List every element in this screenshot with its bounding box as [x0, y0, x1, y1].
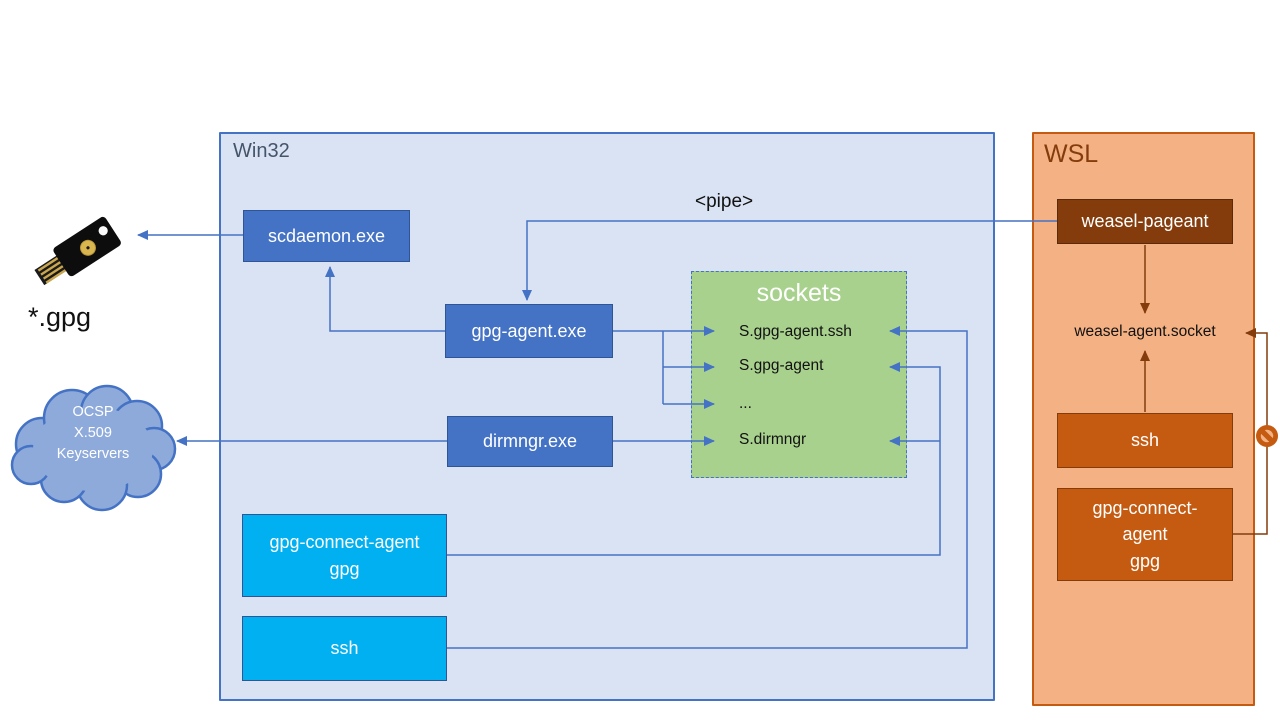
keyservers-cloud-icon	[10, 384, 177, 512]
socket-item-gpg-agent: S.gpg-agent	[739, 357, 824, 374]
node-weasel-pageant-label: weasel-pageant	[1081, 211, 1209, 232]
weasel-agent-socket-label: weasel-agent.socket	[1074, 323, 1216, 340]
keyservers-cloud-text: OCSP X.509 Keyservers	[18, 402, 168, 465]
node-wsl-gpg-connect-line2: agent	[1122, 524, 1168, 545]
node-gpg-agent-label: gpg-agent.exe	[471, 320, 587, 341]
security-key-icon	[34, 216, 121, 286]
no-entry-icon	[1256, 425, 1278, 447]
node-gpg-connect-agent: gpg-connect-agent gpg	[242, 514, 447, 597]
sockets-title: sockets	[756, 279, 842, 307]
node-wsl-gpg-connect-line3: gpg	[1129, 550, 1161, 571]
node-wsl-ssh: ssh	[1057, 413, 1233, 468]
node-ssh-label: ssh	[330, 638, 359, 659]
socket-item-ellipsis: ...	[739, 395, 752, 412]
node-scdaemon: scdaemon.exe	[243, 210, 410, 262]
security-key-shape	[34, 216, 121, 286]
node-dirmngr: dirmngr.exe	[447, 416, 613, 467]
node-dirmngr-label: dirmngr.exe	[482, 431, 578, 452]
cloud-line-x509: X.509	[74, 425, 112, 441]
node-wsl-gpg-connect-agent: gpg-connect- agent gpg	[1057, 488, 1233, 581]
cloud-shape-fill	[33, 407, 153, 491]
node-gpg-connect-agent-line1: gpg-connect-agent	[269, 532, 420, 553]
node-gpg-agent: gpg-agent.exe	[445, 304, 613, 358]
socket-item-dirmngr: S.dirmngr	[739, 431, 807, 448]
node-wsl-gpg-connect-line1: gpg-connect-	[1092, 498, 1198, 519]
wsl-panel-label: WSL	[1044, 140, 1099, 168]
node-ssh: ssh	[242, 616, 447, 681]
gpg-files-label: *.gpg	[28, 302, 92, 332]
win32-panel-label: Win32	[233, 140, 290, 162]
cloud-line-ocsp: OCSP	[72, 404, 114, 420]
node-scdaemon-label: scdaemon.exe	[267, 225, 386, 246]
pipe-label: <pipe>	[695, 191, 754, 212]
node-wsl-ssh-label: ssh	[1130, 430, 1159, 451]
node-weasel-pageant: weasel-pageant	[1057, 199, 1233, 244]
node-gpg-connect-agent-line2: gpg	[329, 558, 360, 579]
socket-item-gpg-agent-ssh: S.gpg-agent.ssh	[739, 323, 852, 340]
cloud-line-keyservers: Keyservers	[56, 446, 130, 462]
